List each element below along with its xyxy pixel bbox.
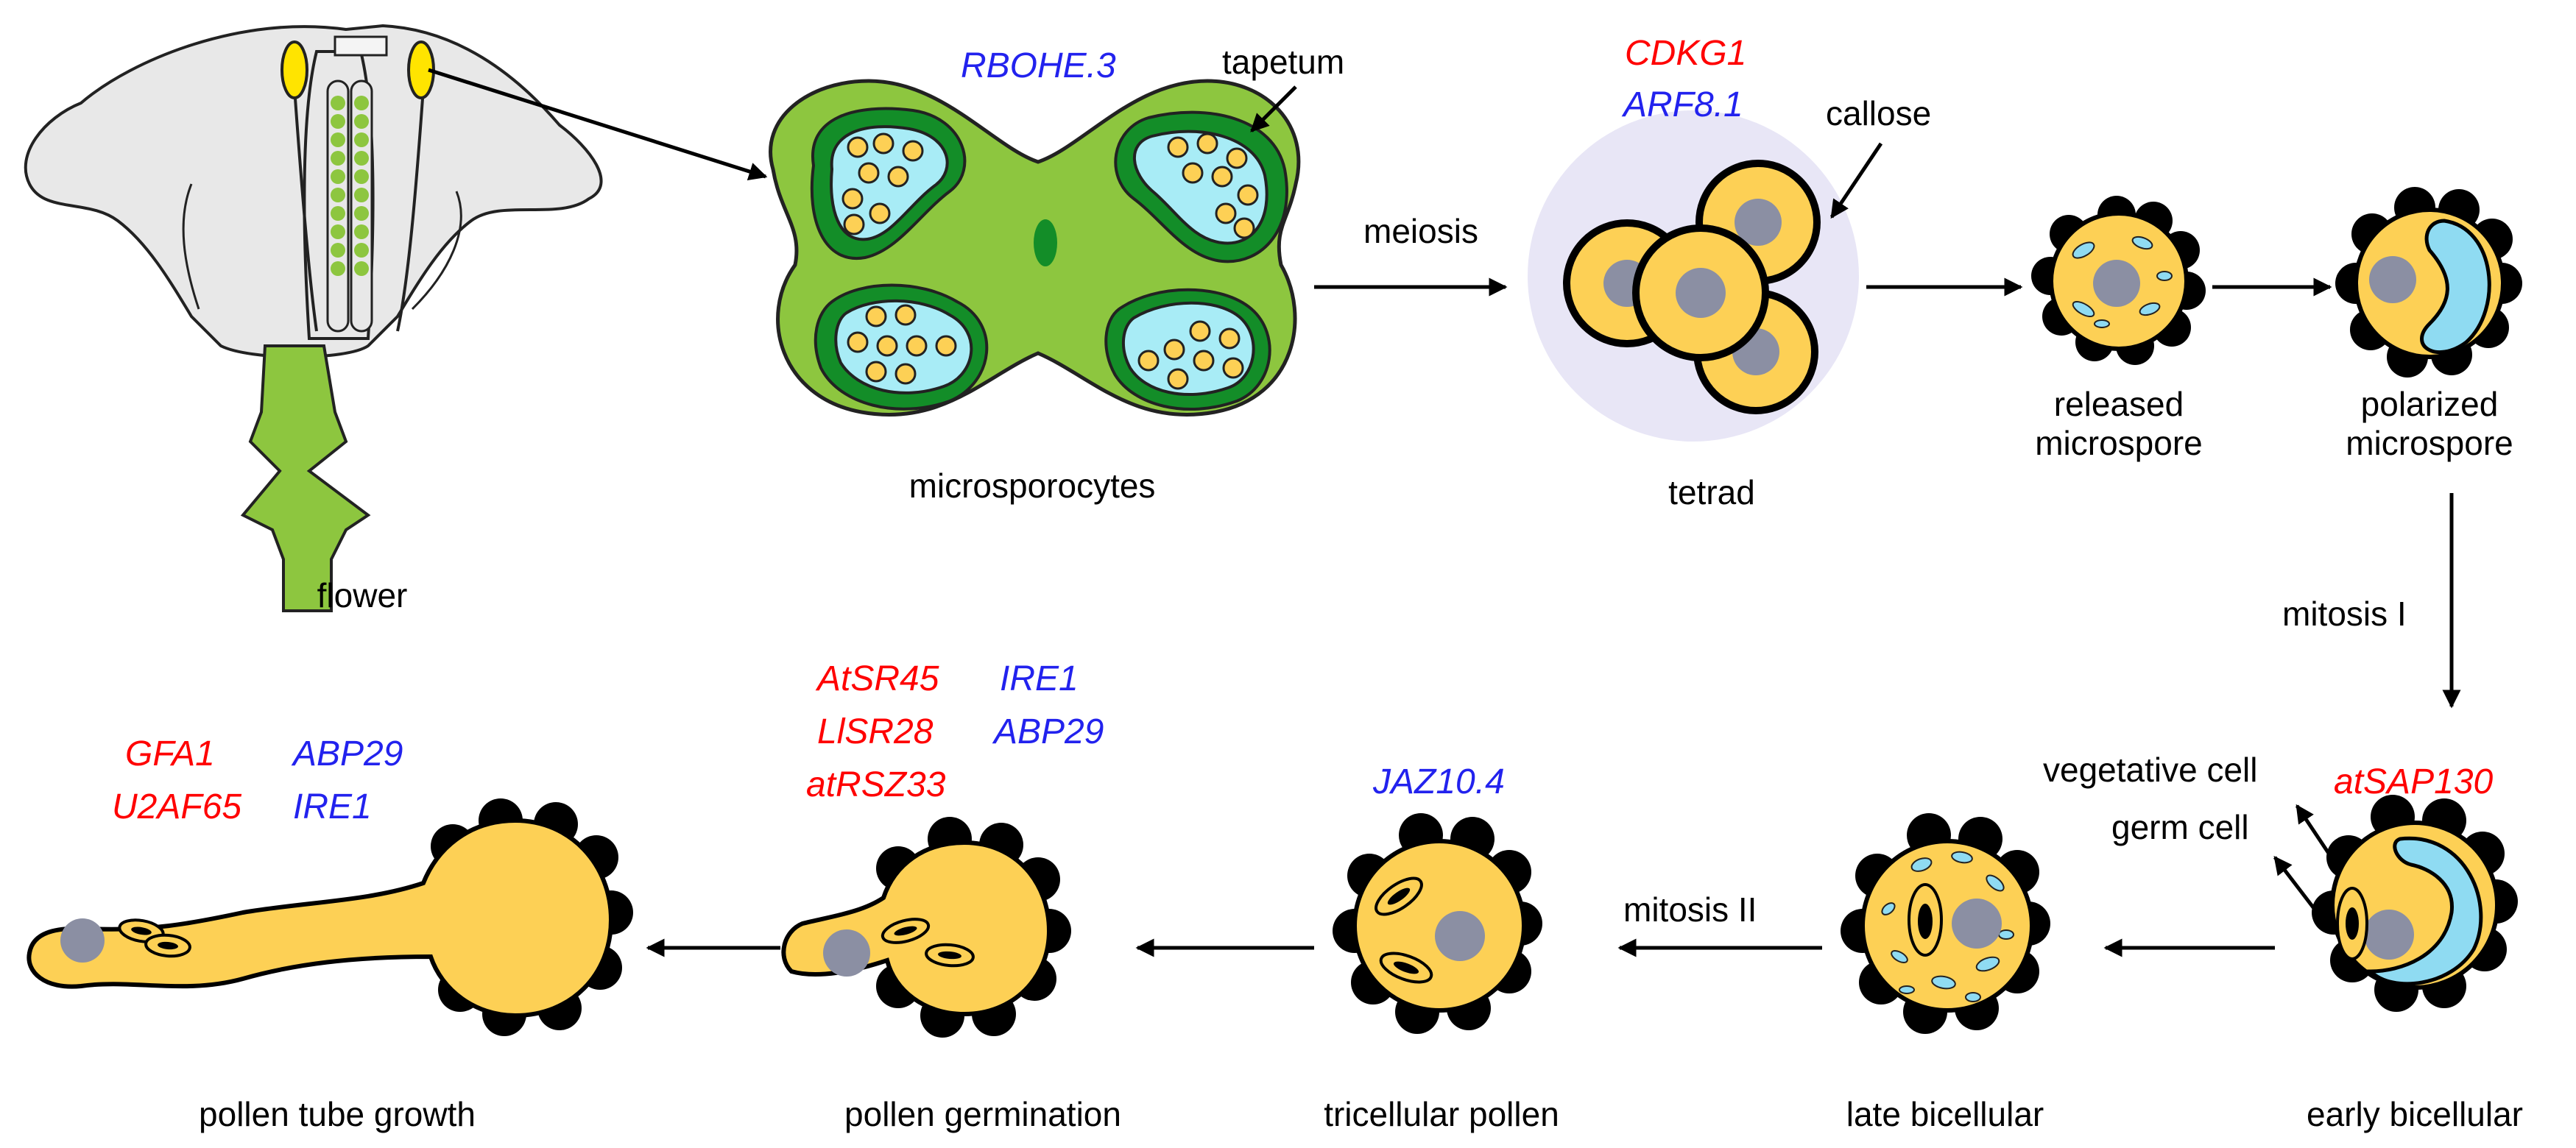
gene-atsap130: atSAP130 xyxy=(2334,762,2493,801)
flower-illustration xyxy=(24,24,603,612)
ovules xyxy=(331,96,369,276)
stigma xyxy=(334,35,388,57)
germinating-pollen xyxy=(781,817,1071,1038)
gene-ire1-tube: IRE1 xyxy=(293,787,372,826)
flower-stalk xyxy=(240,344,371,612)
polarized-label-line2: microspore xyxy=(2346,424,2513,462)
callose-pointer xyxy=(1829,142,1883,219)
anther-left xyxy=(280,40,308,99)
tapetum-label: tapetum xyxy=(1222,43,1344,81)
gene-rbohe: RBOHE.3 xyxy=(961,46,1116,85)
gene-atrsz33: atRSZ33 xyxy=(806,765,946,804)
early-bicellular-label: early bicellular xyxy=(2307,1095,2523,1133)
early-bicellular-pollen xyxy=(2312,795,2518,1012)
polarized-microspore xyxy=(2335,187,2522,378)
germ-cell-label: germ cell xyxy=(2111,808,2249,846)
locule-bottom-right xyxy=(1104,288,1271,411)
mitosis-2-label: mitosis II xyxy=(1623,890,1757,929)
gene-lisr28: LlSR28 xyxy=(817,712,934,751)
gene-jaz10: JAZ10.4 xyxy=(1372,762,1505,801)
mitosis-1-label: mitosis I xyxy=(2282,595,2407,633)
late-bicellular-label: late bicellular xyxy=(1846,1095,2044,1133)
flower-label: flower xyxy=(317,576,408,614)
pollen-tube xyxy=(27,798,633,1036)
germination-label: pollen germination xyxy=(844,1095,1121,1133)
arrow-flower-to-anther xyxy=(428,68,768,181)
tube-growth-label: pollen tube growth xyxy=(199,1095,476,1133)
tetrad-label: tetrad xyxy=(1668,473,1755,511)
released-label-line2: microspore xyxy=(2035,424,2203,462)
gene-arf8: ARF8.1 xyxy=(1621,85,1743,124)
tetrad xyxy=(1528,110,1859,442)
locule-bottom-left xyxy=(814,283,989,411)
gene-gfa1: GFA1 xyxy=(125,734,215,773)
tricellular-pollen xyxy=(1333,813,1542,1034)
gene-abp29-tube: ABP29 xyxy=(291,734,403,773)
meiosis-label: meiosis xyxy=(1363,212,1478,250)
gene-cdkg1: CDKG1 xyxy=(1625,34,1746,73)
polarized-label-line1: polarized xyxy=(2361,385,2499,423)
tricellular-label: tricellular pollen xyxy=(1324,1095,1559,1133)
locule-top-left xyxy=(810,107,967,261)
vegetative-cell-label: vegetative cell xyxy=(2043,751,2258,789)
tapetum-pointer xyxy=(1250,85,1297,132)
gene-abp29-germination: ABP29 xyxy=(992,712,1104,751)
released-microspore xyxy=(2031,196,2206,365)
microsporocytes-label: microsporocytes xyxy=(909,467,1156,505)
gene-atsr45: AtSR45 xyxy=(815,659,939,698)
released-label-line1: released xyxy=(2054,385,2184,423)
gene-ire1-germination: IRE1 xyxy=(1000,659,1079,698)
late-bicellular-pollen xyxy=(1841,813,2050,1034)
locule-top-right xyxy=(1114,110,1288,263)
vascular-bundle xyxy=(1034,219,1057,266)
anther-cross-section xyxy=(769,79,1301,417)
gene-u2af65: U2AF65 xyxy=(112,787,241,826)
callose-label: callose xyxy=(1826,94,1931,132)
